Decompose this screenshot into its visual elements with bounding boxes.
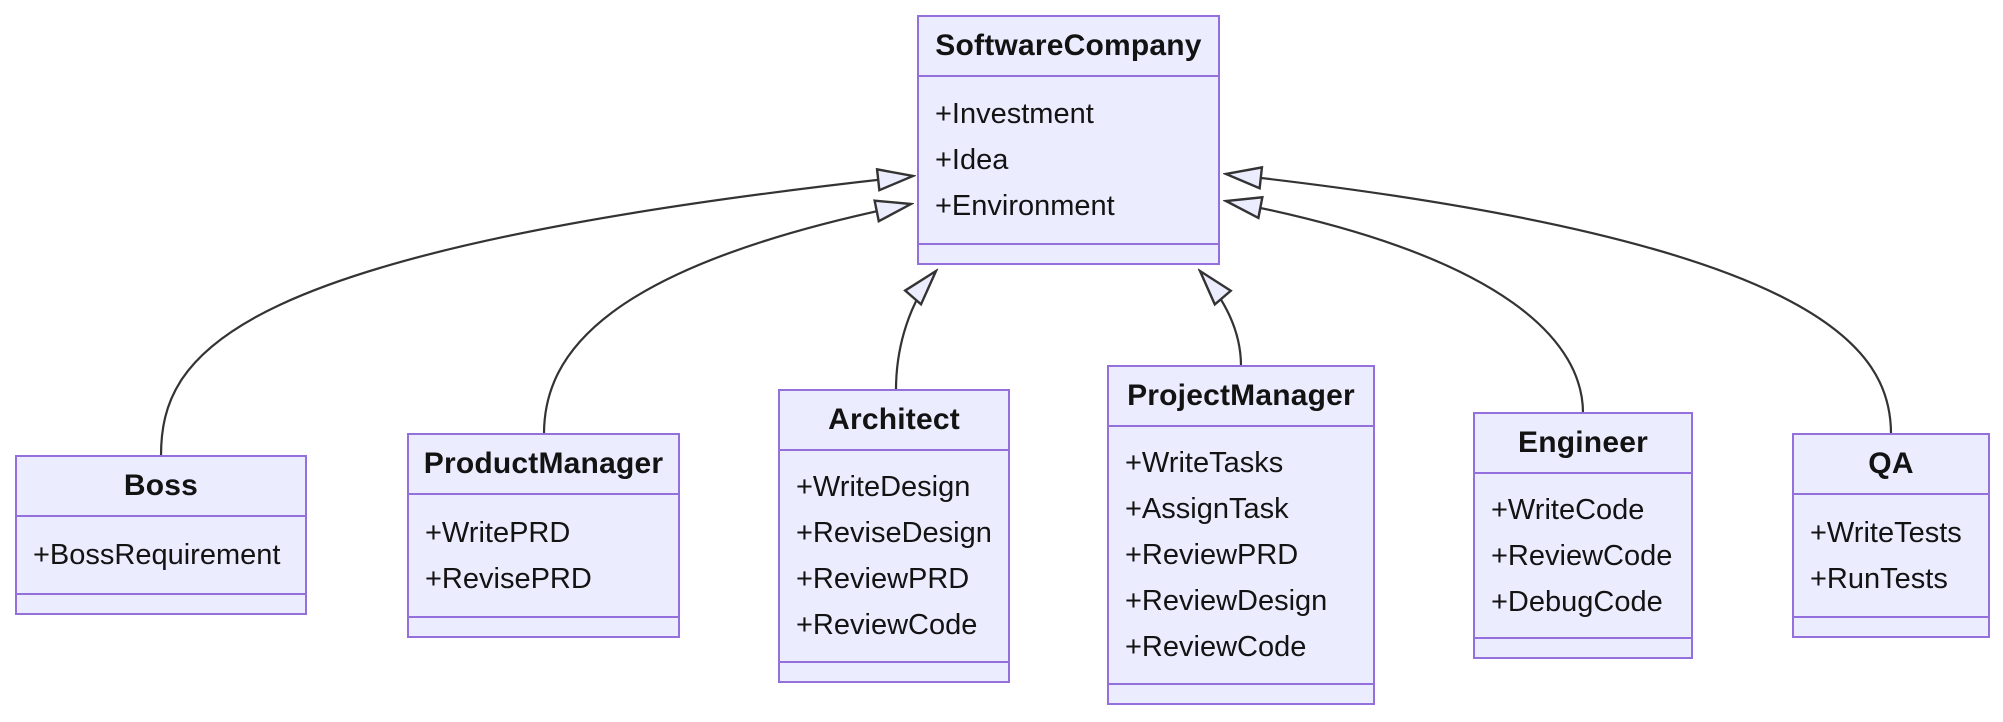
class-name: Architect <box>780 391 1008 451</box>
attribute: +ReviewCode <box>1491 539 1673 572</box>
class-node-projectmanager: ProjectManager +WriteTasks +AssignTask +… <box>1107 365 1375 705</box>
class-node-architect: Architect +WriteDesign +ReviseDesign +Re… <box>778 389 1010 683</box>
attribute: +ReviewCode <box>796 609 978 641</box>
attribute: +WriteCode <box>1491 493 1645 526</box>
attribute: +WritePRD <box>425 516 571 549</box>
attributes-compartment: +WriteTests +RunTests <box>1794 495 1988 616</box>
methods-compartment-empty <box>17 593 305 613</box>
methods-compartment-empty <box>409 616 678 636</box>
attribute: +BossRequirement <box>33 539 281 571</box>
attribute: +Investment <box>935 98 1094 130</box>
class-node-engineer: Engineer +WriteCode +ReviewCode +DebugCo… <box>1473 412 1693 659</box>
class-node-softwarecompany: SoftwareCompany +Investment +Idea +Envir… <box>917 15 1220 265</box>
methods-compartment-empty <box>1475 637 1691 657</box>
methods-compartment-empty <box>1109 683 1373 703</box>
class-name: ProductManager <box>409 435 678 495</box>
class-name: SoftwareCompany <box>919 17 1218 77</box>
edge-boss-inheritance <box>159 176 913 457</box>
class-node-qa: QA +WriteTests +RunTests <box>1792 433 1990 638</box>
attributes-compartment: +WriteDesign +ReviseDesign +ReviewPRD +R… <box>780 451 1008 661</box>
edge-architect-inheritance <box>894 271 936 391</box>
attribute: +WriteDesign <box>796 471 971 503</box>
class-name: QA <box>1794 435 1988 495</box>
methods-compartment-empty <box>919 243 1218 263</box>
edge-projectmanager-inheritance <box>1200 271 1243 367</box>
attributes-compartment: +Investment +Idea +Environment <box>919 77 1218 243</box>
attribute: +ReviewCode <box>1125 631 1307 663</box>
attribute: +RevisePRD <box>425 562 592 595</box>
attribute: +WriteTasks <box>1125 447 1284 479</box>
attribute: +AssignTask <box>1125 493 1289 525</box>
class-name: Boss <box>17 457 305 517</box>
attribute: +DebugCode <box>1491 585 1663 618</box>
class-name: ProjectManager <box>1109 367 1373 427</box>
attributes-compartment: +WritePRD +RevisePRD <box>409 495 678 616</box>
attributes-compartment: +WriteTasks +AssignTask +ReviewPRD +Revi… <box>1109 427 1373 683</box>
attribute: +ReviseDesign <box>796 517 992 549</box>
attribute: +ReviewDesign <box>1125 585 1328 617</box>
class-node-boss: Boss +BossRequirement <box>15 455 307 615</box>
edge-engineer-inheritance <box>1226 201 1585 414</box>
attribute: +ReviewPRD <box>796 563 970 595</box>
attribute: +RunTests <box>1810 562 1948 595</box>
attribute: +WriteTests <box>1810 516 1962 549</box>
methods-compartment-empty <box>780 661 1008 681</box>
attribute: +ReviewPRD <box>1125 539 1299 571</box>
attributes-compartment: +WriteCode +ReviewCode +DebugCode <box>1475 474 1691 637</box>
attribute: +Idea <box>935 144 1009 176</box>
methods-compartment-empty <box>1794 616 1988 636</box>
attribute: +Environment <box>935 190 1115 222</box>
class-name: Engineer <box>1475 414 1691 474</box>
edge-productmanager-inheritance <box>542 204 911 435</box>
edge-qa-inheritance <box>1226 174 1893 435</box>
class-node-productmanager: ProductManager +WritePRD +RevisePRD <box>407 433 680 638</box>
attributes-compartment: +BossRequirement <box>17 517 305 593</box>
